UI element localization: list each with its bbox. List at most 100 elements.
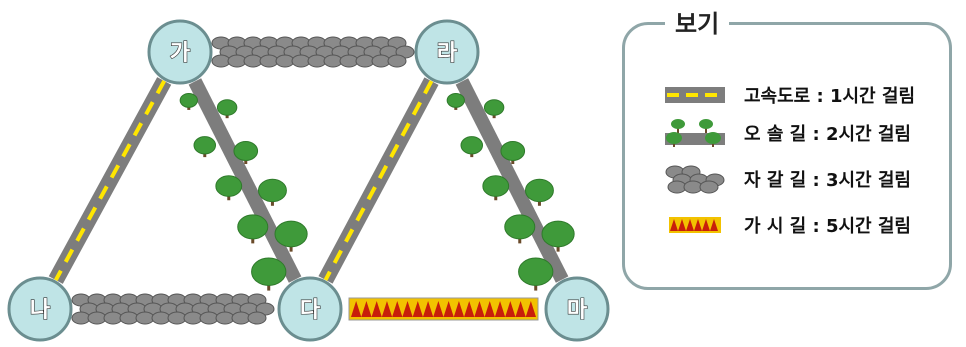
edges-layer [48, 36, 575, 325]
legend-item-highway: 고속도로 : 1시간 걸림 [660, 78, 915, 112]
gravel-stone [119, 311, 139, 325]
edge-ga-ra-gravel [211, 36, 415, 68]
edge-ga-da-forest [179, 78, 308, 291]
thorn-spike [525, 301, 536, 317]
thorn-spike [361, 301, 372, 317]
gravel-stone [71, 311, 91, 325]
gravel-stone [227, 54, 247, 68]
gravel-stone [339, 54, 359, 68]
node-na-circle [7, 276, 73, 342]
tree-icon [460, 136, 484, 158]
tree-icon [446, 93, 465, 110]
thorn-path-icon [660, 208, 730, 242]
tree-icon [274, 220, 308, 252]
edge-da-ma-thorn [348, 297, 539, 321]
thorn-spike [505, 301, 516, 317]
node-ga-circle [147, 19, 213, 85]
gravel-stone [387, 54, 407, 68]
thorn-spike [464, 301, 475, 317]
node-ra-circle [414, 19, 480, 85]
node-ma-label: 마 [567, 298, 588, 323]
tree-icon [215, 175, 243, 201]
highway-icon [660, 78, 730, 112]
gravel-stone [323, 54, 343, 68]
node-na: 나 [7, 276, 73, 342]
legend-item-highway-text: 고속도로 : 1시간 걸림 [744, 86, 916, 107]
gravel-stone [355, 54, 375, 68]
node-ma-circle [544, 276, 610, 342]
legend-title: 보기 [665, 4, 730, 39]
nodes-layer: 가 라 나 다 마 [7, 19, 610, 342]
forest-path-surface [455, 78, 569, 283]
legend-item-forest-text: 오 솔 길 : 2시간 걸림 [744, 124, 911, 145]
thorn-spike [381, 301, 393, 317]
tree-icon [518, 257, 554, 291]
gravel-stone [199, 311, 219, 325]
gravel-stone [211, 54, 231, 68]
legend-box [622, 22, 952, 290]
thorn-spike [402, 301, 413, 317]
tree-icon [251, 257, 287, 291]
legend-item-forest: 오 솔 길 : 2시간 걸림 [660, 116, 911, 150]
edge-na-da-gravel [71, 293, 275, 325]
tree-icon [524, 178, 554, 206]
gravel-stone [231, 311, 251, 325]
thorn-spike [515, 301, 526, 317]
gravel-stone [371, 54, 391, 68]
node-ra: 라 [414, 19, 480, 85]
thorn-spike [443, 301, 454, 317]
tree-icon [483, 99, 505, 119]
gravel-stone [183, 311, 203, 325]
gravel-stone [275, 54, 295, 68]
node-da-circle [277, 276, 343, 342]
forest-path-icon [660, 116, 730, 150]
legend-item-thorn: 가 시 길 : 5시간 걸림 [660, 208, 911, 242]
tree-icon [179, 93, 198, 110]
forest-path-surface [188, 78, 302, 283]
thorn-spike [453, 301, 465, 317]
node-da: 다 [277, 276, 343, 342]
gravel-stone [135, 311, 155, 325]
highway-lane-marking [323, 80, 434, 281]
tree-icon [233, 141, 259, 165]
tree-icon [504, 214, 536, 244]
thorn-spike [371, 301, 382, 317]
gravel-stone [247, 311, 267, 325]
thorn-spike [351, 301, 362, 317]
tree-icon [541, 220, 575, 252]
legend-item-gravel: 자 갈 길 : 3시간 걸림 [660, 162, 911, 196]
highway-lane-marking [54, 80, 166, 281]
node-ma: 마 [544, 276, 610, 342]
tree-icon [216, 99, 238, 119]
tree-icon [237, 214, 269, 244]
node-ra-label: 라 [437, 41, 458, 66]
thorn-spike [474, 301, 485, 317]
tree-icon [500, 141, 526, 165]
gravel-stone [259, 54, 279, 68]
thorn-spike [392, 301, 403, 317]
node-ga: 가 [147, 19, 213, 85]
gravel-stone [215, 311, 235, 325]
tree-icon [193, 136, 217, 158]
node-na-label: 나 [30, 298, 50, 323]
edge-ra-ma-forest [446, 78, 575, 291]
edge-ga-na-highway [48, 77, 172, 284]
thorn-spike [412, 301, 423, 317]
node-ga-label: 가 [170, 41, 190, 66]
node-da-label: 다 [300, 298, 321, 323]
thorn-spike [433, 301, 444, 317]
gravel-stone [291, 54, 311, 68]
gravel-stone [167, 311, 187, 325]
gravel-stone [103, 311, 123, 325]
gravel-stone [151, 311, 171, 325]
thorn-spike [494, 301, 506, 317]
edge-ra-da-highway [318, 77, 439, 284]
thorn-spike [422, 301, 434, 317]
tree-icon [482, 175, 510, 201]
gravel-stone [307, 54, 327, 68]
gravel-stone [87, 311, 107, 325]
thorn-spike [484, 301, 495, 317]
gravel-stone [243, 54, 263, 68]
legend-item-gravel-text: 자 갈 길 : 3시간 걸림 [744, 170, 911, 191]
